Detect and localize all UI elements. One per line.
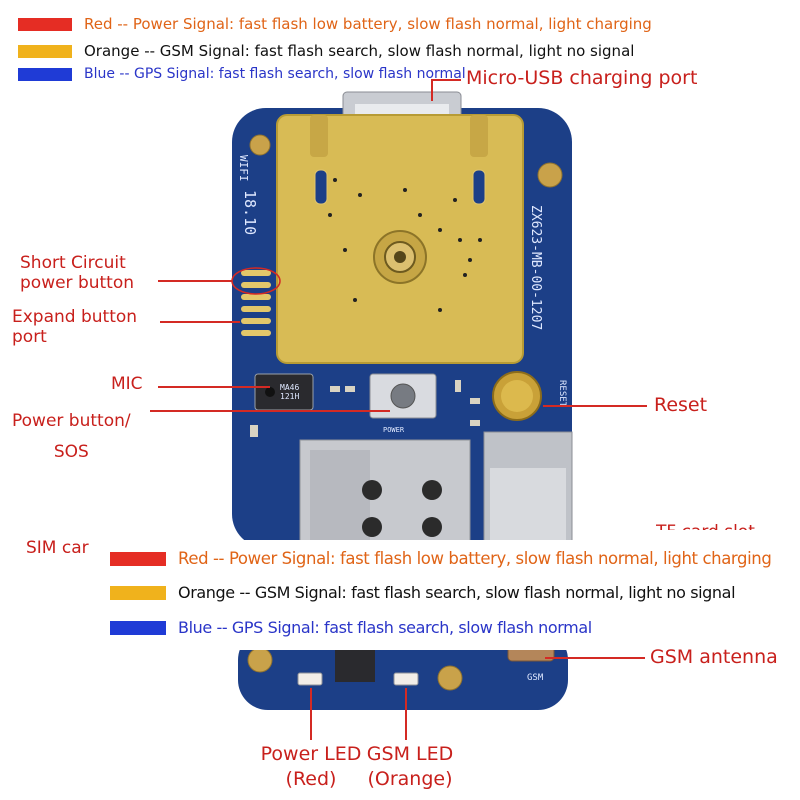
board-text-wifi: WIFI <box>237 155 250 182</box>
legend-bottom: Red -- Power Signal: fast flash low batt… <box>100 540 800 650</box>
board-text-gsm: GSM <box>527 673 544 683</box>
power-led-part <box>297 672 323 686</box>
leader-short-circuit <box>158 280 232 282</box>
expand-port-pads <box>241 270 271 336</box>
legend-top-row-orange: Orange -- GSM Signal: fast flash search,… <box>18 42 634 60</box>
board-text-reset: RESET <box>557 380 567 408</box>
tf-card-holder <box>483 431 573 553</box>
leader-usb-h <box>431 79 461 81</box>
label-expand-port: Expand button port <box>12 307 138 347</box>
leader-usb-v <box>431 79 433 101</box>
legend-top-swatch-blue <box>18 67 72 81</box>
leader-reset <box>543 405 647 407</box>
board-text-power: POWER <box>383 426 405 434</box>
gold-plate-vias <box>328 178 482 312</box>
legend-bottom-swatch-orange <box>110 585 166 600</box>
label-mic: MIC <box>111 374 143 394</box>
label-short-circuit: Short Circuit power button <box>20 253 135 293</box>
legend-top-text-orange: Orange -- GSM Signal: fast flash search,… <box>84 42 635 60</box>
legend-top-text-red: Red -- Power Signal: fast flash low batt… <box>84 15 652 33</box>
leader-gsm-antenna <box>545 657 645 659</box>
legend-top-row-blue: Blue -- GPS Signal: fast flash search, s… <box>18 66 466 82</box>
label-gsm-led: GSM LED (Orange) <box>366 743 454 790</box>
legend-bottom-text-red: Red -- Power Signal: fast flash low batt… <box>178 549 772 568</box>
legend-bottom-row-red: Red -- Power Signal: fast flash low batt… <box>110 549 772 568</box>
label-gsm-antenna: GSM antenna <box>650 646 778 668</box>
label-power-sos: Power button/ SOS <box>12 411 131 462</box>
legend-top-swatch-red <box>18 17 72 31</box>
leader-power-led <box>310 688 312 740</box>
leader-mic <box>158 386 270 388</box>
short-circuit-marker <box>231 267 281 295</box>
legend-bottom-swatch-blue <box>110 620 166 635</box>
legend-top-swatch-orange <box>18 44 72 58</box>
legend-bottom-row-blue: Blue -- GPS Signal: fast flash search, s… <box>110 618 592 637</box>
power-sos-button-part <box>369 373 437 419</box>
leader-power-sos <box>150 410 390 412</box>
legend-bottom-row-orange: Orange -- GSM Signal: fast flash search,… <box>110 583 736 602</box>
board-text-model: ZX623-MB-00-1207 <box>528 205 543 330</box>
leader-expand <box>160 321 240 323</box>
legend-top-text-blue: Blue -- GPS Signal: fast flash search, s… <box>84 66 466 82</box>
legend-bottom-swatch-red <box>110 551 166 566</box>
legend-bottom-text-orange: Orange -- GSM Signal: fast flash search,… <box>178 583 736 602</box>
pcb-body-bottom <box>238 630 568 710</box>
reset-button-part <box>492 371 542 421</box>
label-micro-usb: Micro-USB charging port <box>466 67 698 89</box>
label-reset: Reset <box>654 394 708 416</box>
gps-antenna-feed <box>373 230 427 284</box>
sim-holder <box>299 439 471 551</box>
legend-bottom-text-blue: Blue -- GPS Signal: fast flash search, s… <box>178 618 592 637</box>
gsm-led-part <box>393 672 419 686</box>
label-tf-card: TF card slot <box>656 522 755 542</box>
board-text-side-code: 18.10 <box>241 190 259 235</box>
smd-components <box>250 380 480 437</box>
legend-top-row-red: Red -- Power Signal: fast flash low batt… <box>18 15 652 33</box>
label-power-led: Power LED (Red) <box>260 743 362 790</box>
leader-gsm-led <box>405 688 407 740</box>
label-sim: SIM car <box>26 538 89 558</box>
